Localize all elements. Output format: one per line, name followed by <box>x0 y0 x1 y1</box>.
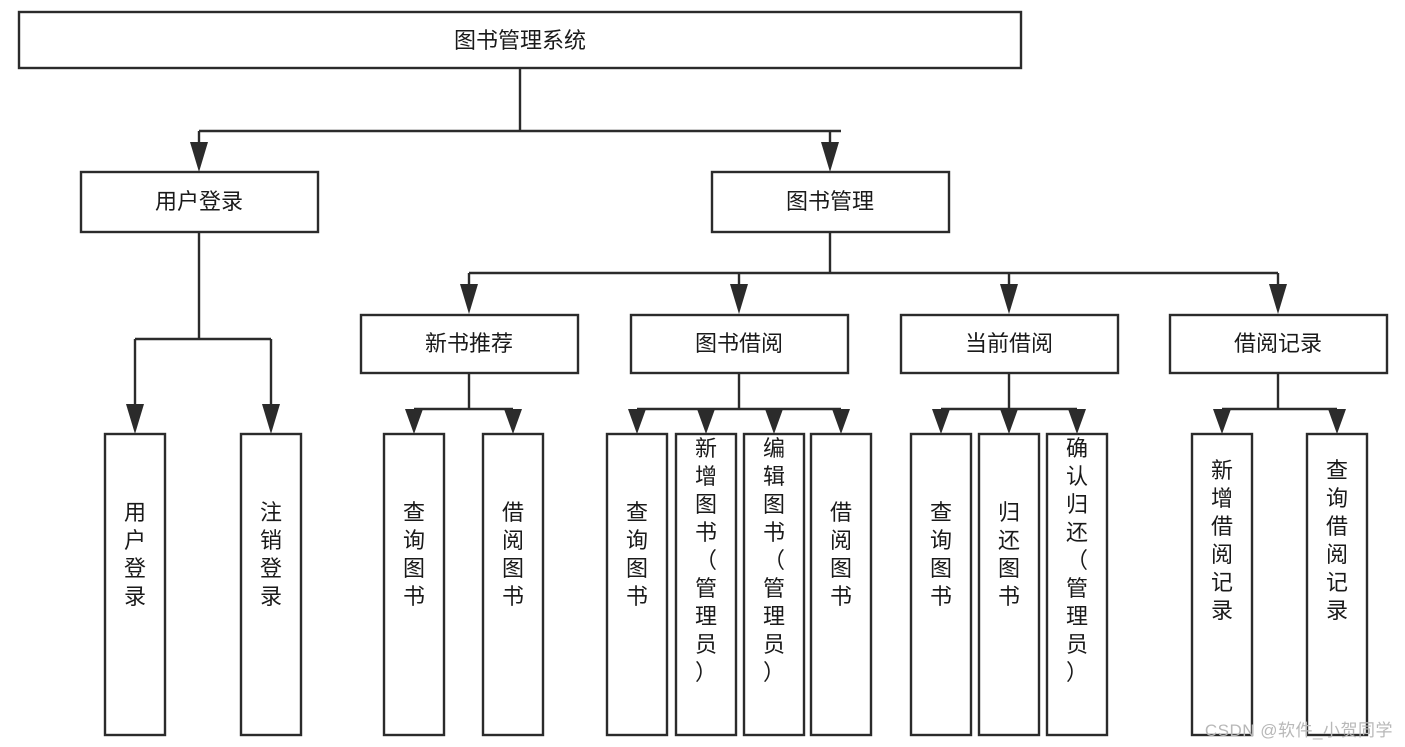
arrow-head-leaf-10 <box>1000 409 1018 434</box>
arrow-head-leaf-3 <box>405 409 423 434</box>
node-newbook[interactable]: 新书推荐 <box>359 313 580 375</box>
arrow-head-leaf-1 <box>126 404 144 434</box>
arrow-head-login <box>190 142 208 172</box>
node-leaf-11[interactable]: 确认归还（管理员） <box>1045 432 1109 737</box>
node-leaf-2-box[interactable] <box>239 432 303 737</box>
node-leaf-6[interactable]: 新增图书（管理员） <box>674 432 738 737</box>
watermark-label: CSDN @软件_小贺同学 <box>1204 721 1393 740</box>
node-leaf-3-label: 查询图书 <box>403 500 425 609</box>
node-leaf-8[interactable]: 借阅图书 <box>809 432 873 737</box>
arrow-head-leaf-7 <box>765 409 783 434</box>
arrow-head-newbook <box>460 284 478 314</box>
node-leaf-10[interactable]: 归还图书 <box>977 432 1041 737</box>
node-newbook-label: 新书推荐 <box>425 331 513 356</box>
node-current-box[interactable] <box>899 313 1120 375</box>
arrow-head-leaf-2 <box>262 404 280 434</box>
node-leaf-10-label: 归还图书 <box>998 500 1020 609</box>
node-borrow-box[interactable] <box>629 313 850 375</box>
node-newbook-box[interactable] <box>359 313 580 375</box>
node-bookmgmt-label: 图书管理 <box>786 189 874 214</box>
node-leaf-8-label: 借阅图书 <box>830 500 852 609</box>
arrow-head-leaf-5 <box>628 409 646 434</box>
node-leaf-3-box[interactable] <box>382 432 446 737</box>
node-login-label: 用户登录 <box>155 189 243 214</box>
node-leaf-2-label: 注销登录 <box>260 500 282 609</box>
node-leaf-2[interactable]: 注销登录 <box>239 432 303 737</box>
node-record[interactable]: 借阅记录 <box>1168 313 1389 375</box>
node-leaf-1-box[interactable] <box>103 432 167 737</box>
node-leaf-9-box[interactable] <box>909 432 973 737</box>
node-leaf-10-box[interactable] <box>977 432 1041 737</box>
node-current[interactable]: 当前借阅 <box>899 313 1120 375</box>
arrow-head-leaf-4 <box>504 409 522 434</box>
node-root-box[interactable] <box>17 10 1023 70</box>
node-leaf-8-box[interactable] <box>809 432 873 737</box>
node-leaf-11-box[interactable] <box>1045 432 1109 737</box>
arrow-head-record <box>1269 284 1287 314</box>
node-root[interactable]: 图书管理系统 <box>17 10 1023 70</box>
node-bookmgmt[interactable]: 图书管理 <box>710 170 951 234</box>
node-leaf-11-label: 确认归还（管理员） <box>1066 436 1088 685</box>
arrow-head-leaf-8 <box>832 409 850 434</box>
node-leaf-7-box[interactable] <box>742 432 806 737</box>
arrow-head-leaf-6 <box>697 409 715 434</box>
node-leaf-1[interactable]: 用户登录 <box>103 432 167 737</box>
node-leaf-12[interactable]: 新增借阅记录 <box>1190 432 1254 737</box>
arrow-head-leaf-11 <box>1068 409 1086 434</box>
node-leaf-5-box[interactable] <box>605 432 669 737</box>
node-current-label: 当前借阅 <box>965 331 1053 356</box>
node-leaf-1-label: 用户登录 <box>124 500 146 609</box>
node-login[interactable]: 用户登录 <box>79 170 320 234</box>
arrow-head-bookmgmt <box>821 142 839 172</box>
arrow-head-leaf-13 <box>1328 409 1346 434</box>
node-leaf-7[interactable]: 编辑图书（管理员） <box>742 432 806 737</box>
node-leaf-13-label: 查询借阅记录 <box>1326 458 1348 623</box>
node-root-label: 图书管理系统 <box>454 28 586 53</box>
node-record-label: 借阅记录 <box>1234 331 1322 356</box>
node-leaf-12-label: 新增借阅记录 <box>1211 458 1233 623</box>
node-leaf-6-box[interactable] <box>674 432 738 737</box>
node-leaf-9[interactable]: 查询图书 <box>909 432 973 737</box>
node-leaf-4-box[interactable] <box>481 432 545 737</box>
node-leaf-13[interactable]: 查询借阅记录 <box>1305 432 1369 737</box>
node-leaf-4-label: 借阅图书 <box>502 500 524 609</box>
connector-layer <box>126 68 1346 434</box>
node-leaf-6-label: 新增图书（管理员） <box>695 436 717 685</box>
node-bookmgmt-box[interactable] <box>710 170 951 234</box>
node-leaf-5[interactable]: 查询图书 <box>605 432 669 737</box>
arrow-head-borrow <box>730 284 748 314</box>
node-leaf-5-label: 查询图书 <box>626 500 648 609</box>
node-leaf-12-box[interactable] <box>1190 432 1254 737</box>
node-leaf-4[interactable]: 借阅图书 <box>481 432 545 737</box>
node-borrow[interactable]: 图书借阅 <box>629 313 850 375</box>
arrow-head-current <box>1000 284 1018 314</box>
node-leaf-7-label: 编辑图书（管理员） <box>763 436 785 685</box>
node-borrow-label: 图书借阅 <box>695 331 783 356</box>
node-record-box[interactable] <box>1168 313 1389 375</box>
node-leaf-9-label: 查询图书 <box>930 500 952 609</box>
node-login-box[interactable] <box>79 170 320 234</box>
arrow-head-leaf-9 <box>932 409 950 434</box>
arrow-head-leaf-12 <box>1213 409 1231 434</box>
node-leaf-13-box[interactable] <box>1305 432 1369 737</box>
node-leaf-3[interactable]: 查询图书 <box>382 432 446 737</box>
